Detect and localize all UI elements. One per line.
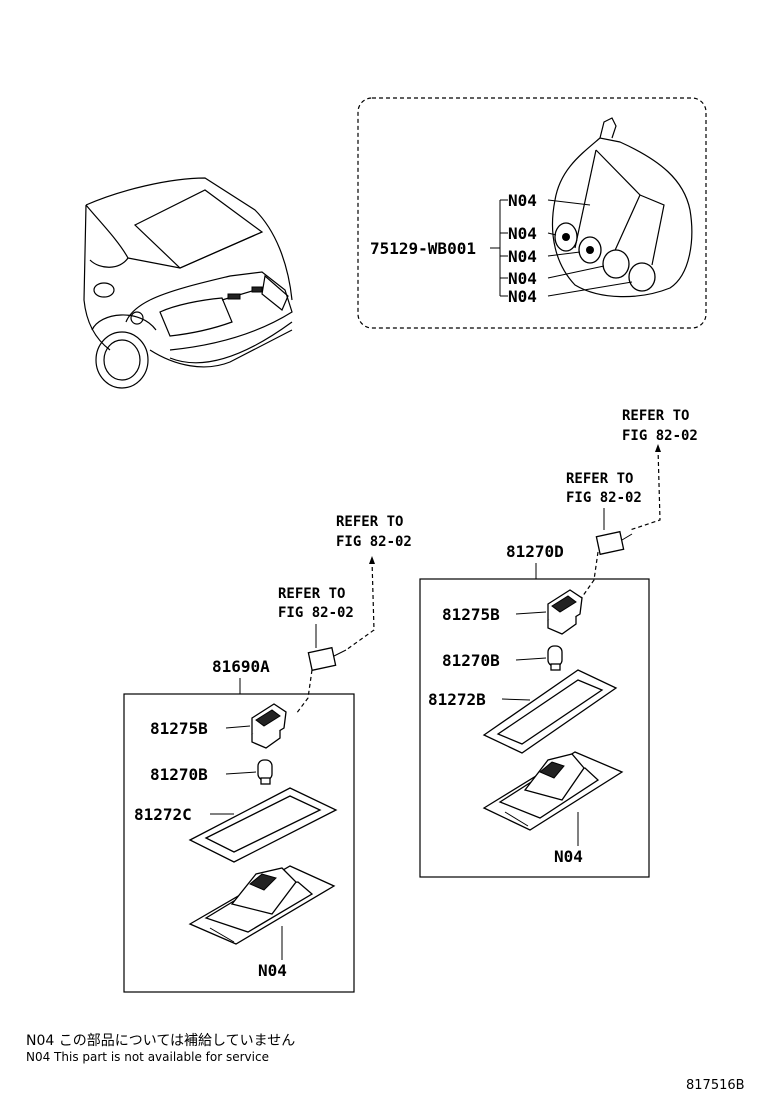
label-81275b-left: 81275B <box>150 719 208 738</box>
leader-81275b-left <box>225 725 251 729</box>
left-socket <box>251 703 287 749</box>
leader-81272b <box>501 698 531 701</box>
left-gasket <box>188 787 338 863</box>
ref-right-line2: FIG 82-02 <box>566 490 642 506</box>
right-socket <box>547 589 583 635</box>
ref-top-line2: FIG 82-02 <box>622 428 698 444</box>
label-81270b-left: 81270B <box>150 765 208 784</box>
left-lamp-housing <box>188 865 336 945</box>
n04-leaders <box>490 199 633 297</box>
ref-right-line1: REFER TO <box>566 471 633 487</box>
label-81272b: 81272B <box>428 690 486 709</box>
label-n04-5: N04 <box>508 287 537 306</box>
leader-81270b-right <box>515 657 547 661</box>
label-n04-3: N04 <box>508 247 537 266</box>
right-wiring <box>579 444 661 601</box>
right-assembly-box <box>419 578 650 878</box>
label-81270d: 81270D <box>506 542 564 561</box>
ref-left2-line1: REFER TO <box>278 586 345 602</box>
label-81690a: 81690A <box>212 657 270 676</box>
label-81270b-right: 81270B <box>442 651 500 670</box>
note-japanese: N04 この部品については補給していません <box>26 1033 296 1049</box>
label-n04-1: N04 <box>508 191 537 210</box>
left-wiring <box>295 556 375 715</box>
ref-left-line1: REFER TO <box>336 514 403 530</box>
ref-left-line2: FIG 82-02 <box>336 534 412 550</box>
figure-code: 817516B <box>686 1078 745 1093</box>
leader-81270b-left <box>225 771 257 775</box>
label-n04-right: N04 <box>554 847 583 866</box>
left-assembly-box <box>123 693 355 993</box>
detail-box <box>357 97 707 329</box>
right-lamp-housing <box>482 751 624 831</box>
label-n04-2: N04 <box>508 224 537 243</box>
car-rear-illustration <box>83 177 293 389</box>
leader-81275b-right <box>515 611 547 615</box>
right-bulb <box>547 645 563 671</box>
ref-top-line1: REFER TO <box>622 408 689 424</box>
label-75129-wb001: 75129-WB001 <box>370 239 476 258</box>
parts-bag <box>551 117 693 298</box>
ref-left2-line2: FIG 82-02 <box>278 605 354 621</box>
label-n04-4: N04 <box>508 269 537 288</box>
bag-contents <box>554 222 656 292</box>
note-english: N04 This part is not available for servi… <box>26 1050 269 1064</box>
label-81275b-right: 81275B <box>442 605 500 624</box>
label-n04-left: N04 <box>258 961 287 980</box>
left-bulb <box>257 759 273 785</box>
right-gasket <box>482 669 618 754</box>
label-81272c: 81272C <box>134 805 192 824</box>
